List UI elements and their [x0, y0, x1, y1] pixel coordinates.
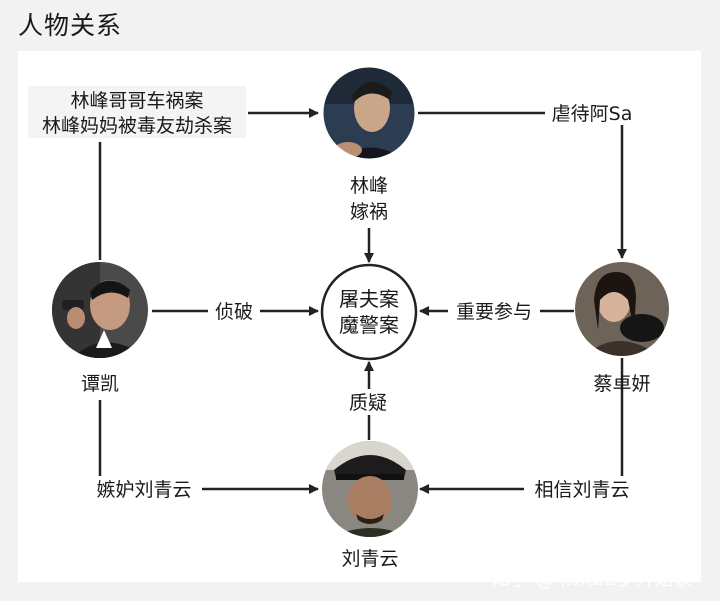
label-linfeng-name: 林峰	[350, 175, 388, 197]
label-caizhuoyan-name: 蔡卓妍	[593, 373, 650, 395]
label-suspect: 质疑	[349, 392, 387, 414]
label-liuqingyun-name: 刘青云	[341, 548, 398, 570]
portrait-liuqingyun	[322, 441, 418, 537]
label-investigate: 侦破	[215, 301, 253, 323]
arrow-mistreat	[418, 111, 627, 259]
label-trust: 相信刘青云	[534, 479, 629, 501]
center-label-1: 屠夫案	[339, 287, 399, 311]
portrait-linfeng	[323, 67, 415, 159]
case-note-line-2: 林峰妈妈被毒友劫杀案	[42, 115, 232, 137]
label-frame: 嫁祸	[350, 201, 388, 223]
label-mistreat: 虐待阿Sa	[552, 103, 633, 125]
center-label-2: 魔警案	[339, 313, 399, 337]
watermark: 知乎 @书从22岁开始读	[491, 568, 692, 590]
portrait-caizhuoyan	[575, 262, 669, 356]
arrow-trust	[419, 358, 624, 494]
portrait-tankai	[52, 262, 148, 358]
label-tankai-name: 谭凯	[81, 373, 119, 395]
label-jealous: 嫉妒刘青云	[96, 479, 191, 501]
case-note-line-1: 林峰哥哥车祸案	[70, 90, 203, 112]
arrow-jealous	[98, 400, 319, 494]
label-participate: 重要参与	[456, 301, 532, 323]
center-node	[320, 263, 418, 361]
page-title: 人物关系	[18, 11, 123, 40]
